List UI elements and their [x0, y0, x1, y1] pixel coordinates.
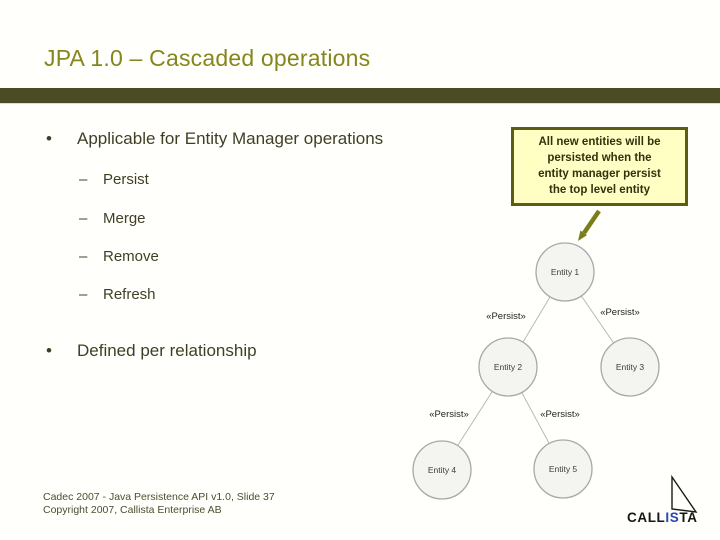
entity1-node — [535, 242, 595, 302]
sub-bullet-merge: –Merge — [79, 210, 146, 227]
persist-label-e2-e4: «Persist» — [429, 409, 469, 420]
sub-bullet-remove: –Remove — [79, 248, 159, 265]
callout-line: All new entities will be — [538, 136, 661, 148]
sub-bullet-remove-label: Remove — [103, 248, 159, 265]
callout-line: persisted when the — [547, 152, 652, 164]
logo-triangle-icon — [671, 474, 698, 513]
logo-text-part2: IS — [665, 510, 680, 525]
bullet-item-applicable-label: Applicable for Entity Manager operations — [77, 129, 384, 148]
entity5-label: Entity 5 — [549, 464, 578, 474]
callout-note: All new entities will be persisted when … — [511, 127, 688, 206]
entity4-node — [412, 440, 472, 500]
entity5-node — [533, 439, 593, 499]
slide-title: JPA 1.0 – Cascaded operations — [44, 45, 371, 71]
bullet-dot-icon: • — [46, 341, 52, 360]
entity3-node — [600, 337, 660, 397]
callout-arrowhead-icon — [578, 230, 587, 241]
sub-bullet-merge-label: Merge — [103, 210, 146, 227]
persist-label-e1-e3: «Persist» — [600, 307, 640, 318]
entity2-node — [478, 337, 538, 397]
footer-copyright: Copyright 2007, Callista Enterprise AB — [43, 504, 222, 516]
dash-icon: – — [79, 286, 88, 303]
sub-bullet-refresh-label: Refresh — [103, 286, 156, 303]
sub-bullet-persist: –Persist — [79, 171, 149, 188]
dash-icon: – — [79, 171, 88, 188]
callout-arrow-icon — [582, 209, 601, 235]
footer: Cadec 2007 - Java Persistence API v1.0, … — [43, 491, 275, 517]
dash-icon: – — [79, 210, 88, 227]
footer-slide-info: Cadec 2007 - Java Persistence API v1.0, … — [43, 491, 275, 503]
persist-label-e2-e5: «Persist» — [540, 409, 580, 420]
persist-label-e1-e2: «Persist» — [486, 311, 526, 322]
callout-line: the top level entity — [549, 184, 650, 196]
sub-bullet-refresh: –Refresh — [79, 286, 156, 303]
callout-line: entity manager persist — [538, 168, 661, 180]
bullet-item-applicable: • Applicable for Entity Manager operation… — [46, 129, 383, 149]
logo-text-part1: CALL — [627, 510, 666, 525]
title-divider-bar — [0, 88, 720, 104]
entity4-label: Entity 4 — [428, 465, 457, 475]
logo-wordmark: CALLISTA — [627, 510, 698, 525]
dash-icon: – — [79, 248, 88, 265]
entity1-label: Entity 1 — [551, 267, 580, 277]
sub-bullet-persist-label: Persist — [103, 171, 149, 188]
entity3-label: Entity 3 — [616, 362, 645, 372]
logo-text-part3: TA — [679, 510, 698, 525]
bullet-item-defined: • Defined per relationship — [46, 341, 257, 361]
bullet-dot-icon: • — [46, 129, 52, 148]
bullet-item-defined-label: Defined per relationship — [77, 341, 257, 360]
callista-logo: CALLISTA — [625, 468, 720, 528]
entity2-label: Entity 2 — [494, 362, 523, 372]
